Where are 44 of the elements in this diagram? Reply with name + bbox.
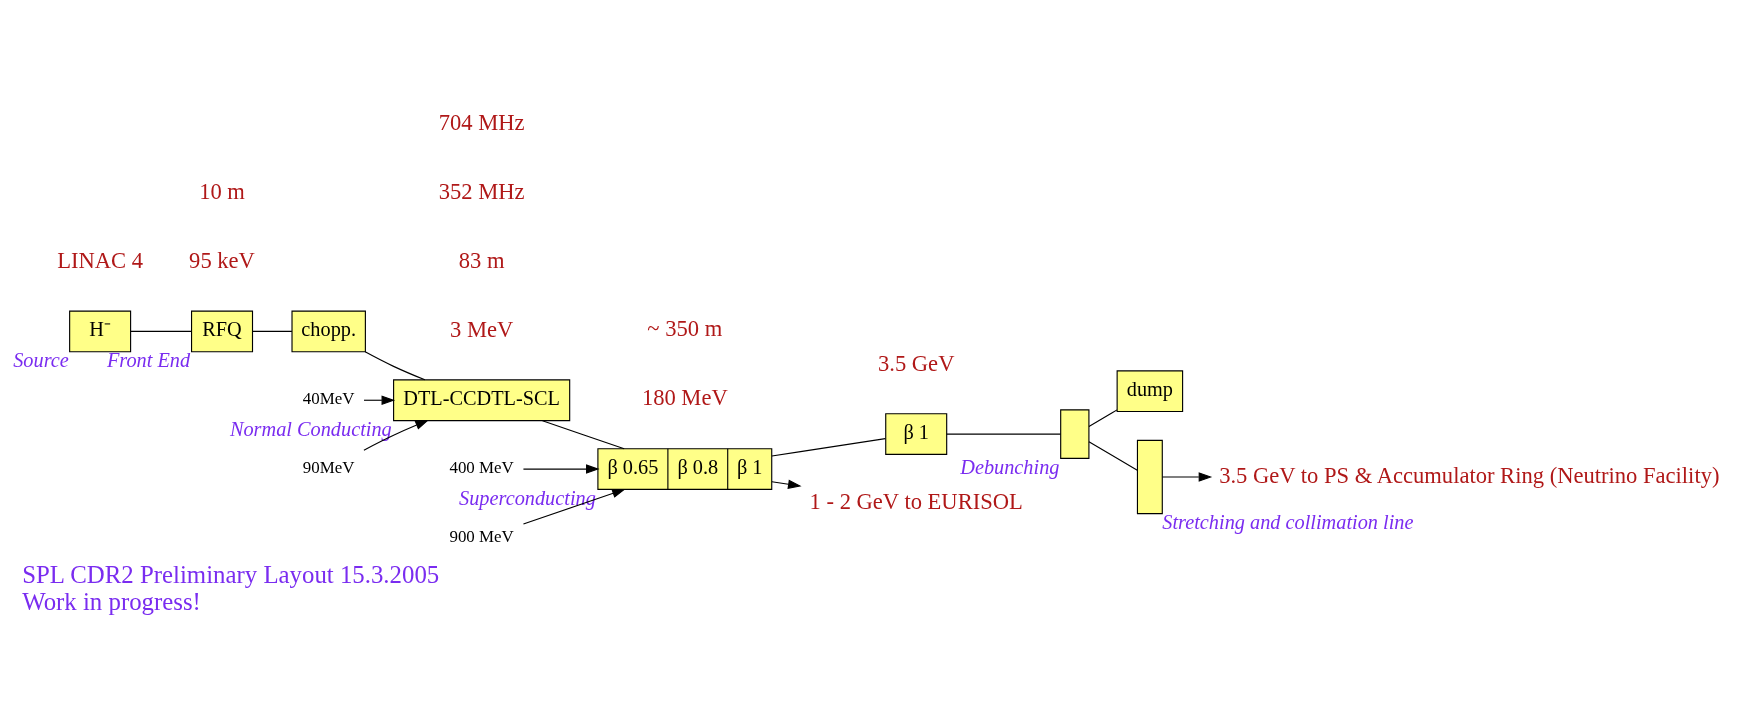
connector (771, 437, 886, 457)
node-label: Normal Conducting (229, 417, 392, 440)
node-box: chopp. (291, 310, 366, 352)
node-box: DTL-CCDTL-SCL (393, 378, 571, 421)
node-text: 90MeV (302, 457, 355, 477)
node-box: dump (1116, 369, 1184, 412)
label: ~ 350 m (647, 315, 723, 341)
node-box (1060, 408, 1090, 459)
node-text: 40MeV (302, 388, 355, 408)
connector (1088, 440, 1138, 471)
node-box: β 1 (885, 412, 948, 455)
connector (252, 330, 293, 332)
node-label: Debunching (960, 455, 1060, 478)
connector (541, 419, 625, 449)
label: 3.5 GeV (877, 350, 955, 376)
arrow (522, 488, 626, 525)
node-label: Stretching and collimation line (1162, 510, 1414, 533)
connector (364, 350, 426, 380)
arrow (771, 479, 802, 489)
node-text: 400 MeV (449, 457, 514, 477)
node-text: 3.5 GeV to PS & Accumulator Ring (Neutrino Facility) (1219, 462, 1720, 488)
label: 704 MHz (438, 109, 525, 135)
connector (1088, 408, 1118, 427)
label: 83 m (458, 247, 505, 273)
label: 3 MeV (450, 316, 514, 342)
label: 352 MHz (438, 178, 525, 204)
diagram-title: SPL CDR2 Preliminary Layout 15.3.2005 (22, 560, 440, 588)
node-text: 1 - 2 GeV to EURISOL (809, 488, 1023, 514)
node-bar (1136, 439, 1163, 514)
node-box: RFQ (191, 310, 254, 352)
arrow (1161, 471, 1213, 482)
connector (130, 330, 192, 332)
label: 180 MeV (641, 384, 728, 410)
caption: Work in progress! (22, 587, 201, 615)
arrow (522, 463, 600, 474)
node-label: Superconducting (459, 486, 596, 509)
node-label: Source (13, 348, 69, 371)
arrow (363, 419, 429, 451)
label: LINAC 4 (57, 247, 144, 273)
label: 95 keV (189, 247, 255, 273)
node-box: H⁻ (69, 310, 132, 352)
label: 10 m (199, 178, 245, 204)
connector (946, 433, 1062, 435)
node-text: 900 MeV (449, 526, 514, 546)
